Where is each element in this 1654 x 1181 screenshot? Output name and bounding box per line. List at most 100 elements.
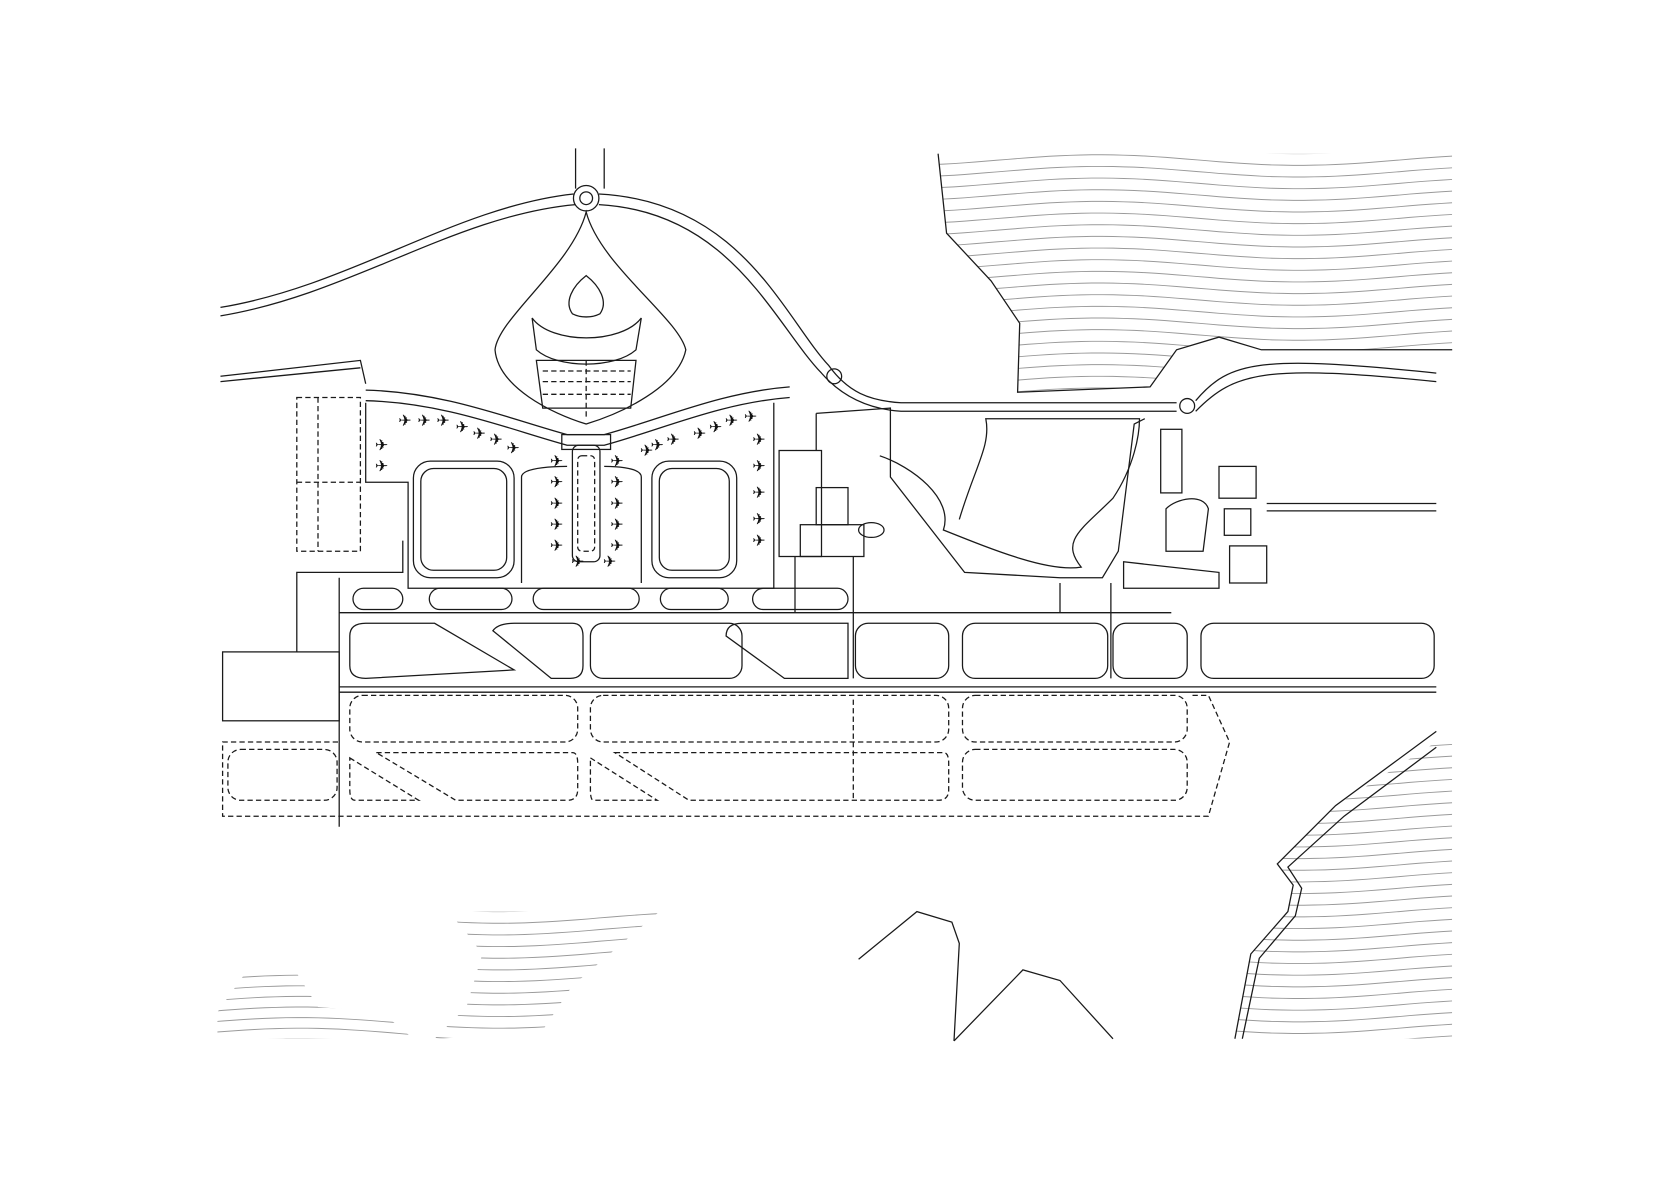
water-hatch-line — [938, 200, 1453, 213]
airplane-icon: ✈ — [752, 510, 765, 529]
water-hatch-line — [212, 965, 413, 971]
airplane-icon: ✈ — [752, 457, 765, 476]
water-hatch-line — [1234, 837, 1453, 848]
airplane-icon: ✈ — [752, 531, 765, 550]
airplane-icon: ✈ — [610, 451, 623, 470]
taxiway-islands — [338, 577, 1172, 827]
aircraft-stands: ✈✈✈✈✈✈✈✈✈✈✈✈✈✈✈✈✈✈✈✈✈✈✈✈✈✈✈✈✈✈✈✈✈ — [375, 407, 766, 571]
airplane-icon: ✈ — [744, 407, 757, 426]
water-hatch-line — [938, 364, 1453, 376]
airplane-icon: ✈ — [550, 494, 563, 513]
water-hatch-line — [938, 387, 1453, 393]
airplane-icon: ✈ — [666, 430, 679, 449]
water-hatch-line — [1234, 883, 1453, 895]
water-area-south — [434, 911, 660, 1039]
airplane-icon: ✈ — [709, 417, 722, 436]
water-hatch-line — [434, 982, 660, 994]
airplane-icon: ✈ — [693, 424, 706, 443]
water-hatch-line — [1234, 895, 1453, 906]
water-hatch-line — [217, 1006, 414, 1014]
airplane-icon: ✈ — [550, 473, 563, 492]
runway-strip-north — [339, 622, 1437, 693]
water-hatch-line — [217, 995, 414, 1004]
water-hatch-line — [1234, 872, 1453, 883]
airplane-icon: ✈ — [571, 552, 584, 571]
water-hatch-line — [1234, 767, 1453, 778]
airplane-icon: ✈ — [610, 473, 623, 492]
water-area-southeast — [1234, 741, 1453, 1039]
water-hatch-line — [938, 317, 1453, 330]
airplane-icon: ✈ — [398, 411, 411, 430]
water-hatch-line — [1234, 930, 1453, 941]
water-hatch-line — [217, 985, 414, 993]
water-hatch-line — [1234, 741, 1453, 743]
water-hatch-line — [1234, 988, 1453, 999]
water-hatch-line — [938, 165, 1453, 178]
water-area-northeast — [938, 153, 1453, 393]
water-hatch-line — [1234, 778, 1453, 790]
airplane-icon: ✈ — [603, 552, 616, 571]
water-hatch-line — [938, 282, 1453, 295]
water-hatch-line — [434, 971, 660, 983]
water-hatch-line — [217, 1038, 414, 1039]
runway-strip-south — [227, 699, 1188, 801]
water-hatch-line — [938, 352, 1453, 365]
coast-south-center-2 — [953, 969, 1114, 1042]
airplane-icon: ✈ — [489, 430, 502, 449]
airplane-icon: ✈ — [472, 424, 485, 443]
airplane-icon: ✈ — [506, 439, 519, 458]
airplane-icon: ✈ — [436, 411, 449, 430]
water-hatch-line — [938, 177, 1453, 190]
access-road — [220, 148, 1437, 415]
support-facilities — [778, 407, 1437, 679]
water-hatch-line — [434, 924, 660, 936]
water-hatch-line — [938, 224, 1453, 236]
water-hatch-line — [434, 913, 660, 924]
water-hatch-line — [1234, 1035, 1453, 1039]
shoreline-southeast-inner — [1241, 746, 1437, 1039]
water-hatch-line — [434, 959, 660, 971]
water-hatch-line — [217, 1017, 414, 1025]
water-hatch-line — [938, 153, 1453, 155]
water-hatch-line — [938, 270, 1453, 283]
water-hatch-line — [1234, 918, 1453, 930]
water-hatch-line — [217, 974, 414, 983]
passenger-terminal — [365, 209, 790, 446]
water-hatch-line — [217, 1027, 414, 1036]
water-hatch-line — [1234, 965, 1453, 976]
water-hatch-line — [938, 375, 1453, 388]
western-apron — [221, 540, 404, 722]
shoreline-northeast — [937, 153, 1453, 393]
water-hatch-line — [1234, 825, 1453, 836]
water-hatch-line — [434, 948, 660, 959]
water-hatch-line — [1234, 953, 1453, 965]
water-hatch-line — [938, 329, 1453, 341]
apron — [296, 396, 775, 589]
water-hatch-line — [434, 1017, 660, 1029]
water-hatch-line — [938, 247, 1453, 260]
water-hatch-line — [938, 235, 1453, 248]
airplane-icon: ✈ — [550, 536, 563, 555]
water-hatch-line — [1234, 1023, 1453, 1034]
airplane-icon: ✈ — [550, 451, 563, 470]
airplane-icon: ✈ — [651, 435, 664, 454]
water-hatch-line — [1234, 743, 1453, 755]
airplane-icon: ✈ — [417, 411, 430, 430]
water-hatch-line — [1234, 977, 1453, 988]
water-hatch-line — [1234, 942, 1453, 953]
water-hatch-line — [1234, 848, 1453, 860]
water-hatch-line — [434, 1029, 660, 1039]
airplane-icon: ✈ — [375, 435, 388, 454]
shoreline-southeast — [1234, 730, 1437, 1039]
water-hatch-line — [938, 154, 1453, 166]
water-area-southwest — [212, 965, 414, 1039]
water-hatch-line — [1234, 790, 1453, 801]
airplane-icon: ✈ — [752, 483, 765, 502]
water-hatch-line — [1234, 1012, 1453, 1023]
coast-south-center — [858, 910, 960, 1041]
airplane-icon: ✈ — [610, 515, 623, 534]
water-hatch-line — [1234, 802, 1453, 813]
water-hatch-line — [1234, 1000, 1453, 1011]
airplane-icon: ✈ — [640, 441, 653, 460]
